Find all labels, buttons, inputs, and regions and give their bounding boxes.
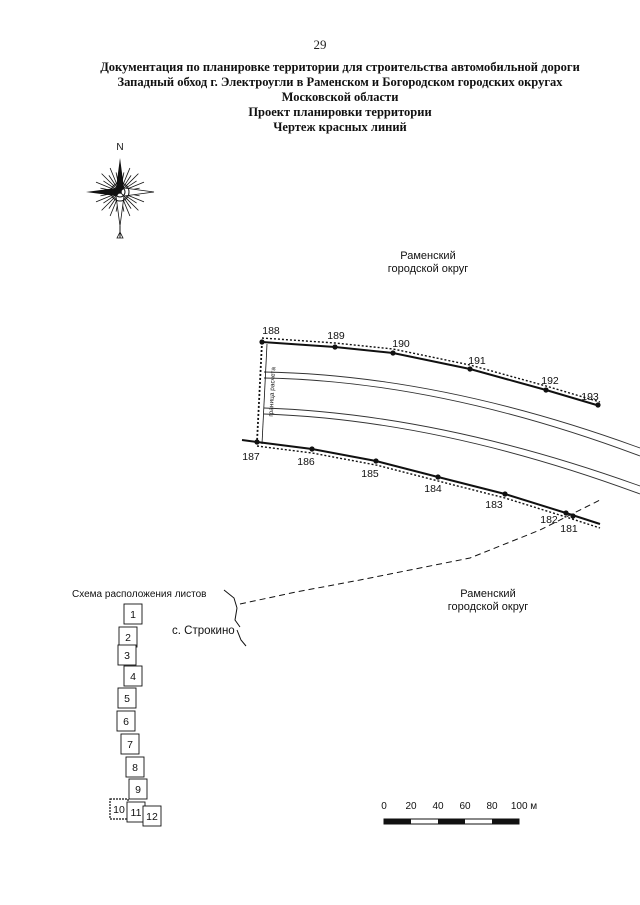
point-label: 188 bbox=[262, 325, 280, 337]
point-label: 186 bbox=[297, 456, 315, 468]
point-marker bbox=[502, 491, 508, 497]
sheet-box-frame bbox=[123, 665, 143, 687]
sheet-number: 12 bbox=[146, 811, 158, 823]
point-label: 183 bbox=[485, 499, 503, 511]
title-line: Проект планировки территории bbox=[248, 105, 432, 119]
title-line: Документация по планировке территории дл… bbox=[100, 60, 580, 74]
sheet-box-frame bbox=[123, 603, 143, 625]
settlement-label: с. Строкино bbox=[172, 625, 235, 637]
sheet-box-8: 8 bbox=[125, 756, 145, 778]
sheet-number: 10 bbox=[113, 804, 125, 816]
point-label: 182 bbox=[540, 514, 558, 526]
sheet-box-2: 2 bbox=[118, 626, 138, 648]
point-label: 190 bbox=[392, 338, 410, 350]
point-marker bbox=[563, 510, 569, 516]
page-number: 29 bbox=[313, 37, 327, 52]
point-label: 191 bbox=[468, 355, 486, 367]
road-carriageway bbox=[263, 371, 640, 495]
point-marker bbox=[254, 439, 260, 445]
region-label-north: Раменский bbox=[400, 250, 455, 262]
scale-tick: 20 bbox=[405, 801, 417, 812]
scale-tick: 0 bbox=[381, 801, 387, 812]
red-line-south bbox=[241, 439, 601, 529]
sheet-box-6: 6 bbox=[116, 710, 136, 732]
sheet-number: 1 bbox=[130, 609, 136, 621]
sheet-number: 9 bbox=[135, 784, 141, 796]
sheet-box-10: 10 bbox=[109, 798, 129, 820]
sheet-box-frame bbox=[125, 756, 145, 778]
district-border bbox=[239, 499, 601, 605]
point-marker bbox=[332, 344, 338, 350]
region-label-north-sub: городской округ bbox=[388, 263, 469, 275]
point-marker bbox=[309, 446, 315, 452]
sheet-box-frame bbox=[116, 710, 136, 732]
sheet-box-frame bbox=[120, 733, 140, 755]
scale-tick: 40 bbox=[432, 801, 444, 812]
point-label: 187 bbox=[242, 451, 260, 463]
title-line: Западный обход г. Электроугли в Раменско… bbox=[117, 75, 563, 89]
sheet-number: 11 bbox=[131, 807, 142, 819]
sheet-number: 2 bbox=[125, 632, 131, 644]
calculation-boundary: граница расчета bbox=[256, 341, 278, 445]
sheet-box-12: 12 bbox=[142, 805, 162, 827]
document-title: Документация по планировке территории дл… bbox=[60, 60, 620, 135]
turning-points-south: 187 186 185 184 183 182 181 bbox=[242, 439, 578, 535]
sheet-box-frame bbox=[128, 778, 148, 800]
point-marker bbox=[570, 513, 576, 519]
point-label: 193 bbox=[581, 391, 599, 403]
point-marker bbox=[390, 350, 396, 356]
point-label: 185 bbox=[361, 468, 379, 480]
sheet-scheme-title: Схема расположения листов bbox=[72, 589, 206, 600]
sheet-box-frame bbox=[142, 805, 162, 827]
sheet-number: 5 bbox=[124, 693, 130, 705]
sheet-box-9: 9 bbox=[128, 778, 148, 800]
sheet-number: 4 bbox=[130, 671, 136, 683]
scale-tick: 100 м bbox=[511, 801, 537, 812]
sheet-box-7: 7 bbox=[120, 733, 140, 755]
sheet-number: 8 bbox=[132, 762, 138, 774]
north-label: N bbox=[116, 142, 123, 153]
point-label: 189 bbox=[327, 330, 345, 342]
point-marker bbox=[543, 387, 549, 393]
point-marker bbox=[595, 402, 601, 408]
sheet-box-3: 3 bbox=[117, 644, 137, 666]
compass-rose-icon: N bbox=[86, 142, 155, 239]
turning-points-north: 188 189 190 191 192 193 bbox=[259, 325, 601, 408]
point-label: 184 bbox=[424, 483, 442, 495]
point-marker bbox=[467, 366, 473, 372]
sheet-box-11: 11 bbox=[126, 801, 146, 823]
point-label: 192 bbox=[541, 375, 559, 387]
region-label-south-sub: городской округ bbox=[448, 601, 529, 613]
sheet-box-5: 5 bbox=[117, 687, 137, 709]
scale-tick: 80 bbox=[486, 801, 498, 812]
sheet-number: 7 bbox=[127, 739, 133, 751]
point-marker bbox=[373, 458, 379, 464]
region-label-south: Раменский bbox=[460, 588, 515, 600]
point-marker bbox=[435, 474, 441, 480]
sheet-number: 6 bbox=[123, 716, 129, 728]
settlement-marker bbox=[223, 589, 247, 647]
sheet-box-1: 1 bbox=[123, 603, 143, 625]
sheet-box-frame bbox=[117, 687, 137, 709]
sheet-box-4: 4 bbox=[123, 665, 143, 687]
red-line-north bbox=[261, 337, 601, 407]
point-marker bbox=[259, 339, 265, 345]
boundary-label: граница расчета bbox=[268, 367, 278, 417]
scale-bar: 0 20 40 60 80 100 м bbox=[381, 801, 537, 825]
title-line: Чертеж красных линий bbox=[273, 120, 407, 134]
scale-tick: 60 bbox=[459, 801, 471, 812]
title-line: Московской области bbox=[281, 90, 399, 104]
sheet-number: 3 bbox=[124, 650, 130, 662]
point-label: 181 bbox=[560, 523, 578, 535]
sheet-box-frame bbox=[117, 644, 137, 666]
